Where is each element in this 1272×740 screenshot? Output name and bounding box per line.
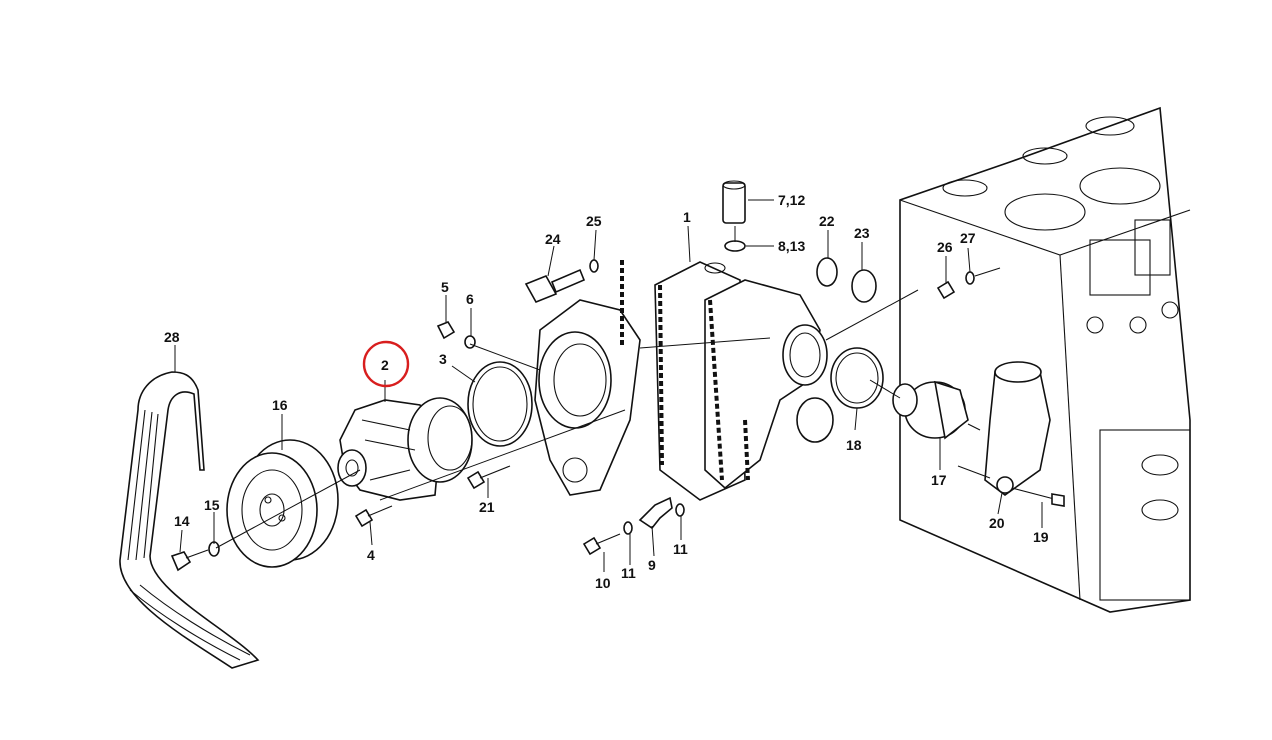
part-20-outlet-housing [984, 361, 1051, 496]
part-18-ring [830, 347, 884, 409]
part-11-washer-a [623, 521, 633, 535]
label-part-24: 24 [545, 231, 561, 247]
label-part-11-lower: 11 [621, 565, 636, 581]
part-24-fitting [524, 268, 586, 304]
part-6-washer [464, 335, 476, 349]
label-part-23: 23 [854, 225, 870, 241]
label-part-19: 19 [1033, 529, 1049, 545]
label-part-16: 16 [272, 397, 288, 413]
part-1-coolant-housing [534, 260, 834, 501]
part-19-bolt [1011, 487, 1065, 507]
part-8-13-washer [724, 240, 746, 252]
part-3-o-ring [467, 361, 533, 447]
part-4-bolt [354, 505, 393, 528]
label-part-8-13: 8,13 [778, 238, 805, 254]
part-22-ring [816, 257, 838, 287]
label-part-18: 18 [846, 437, 862, 453]
part-14-bolt [170, 549, 209, 572]
engine-block [899, 106, 1191, 613]
label-part-6: 6 [466, 291, 474, 307]
label-part-21: 21 [479, 499, 495, 515]
label-part-20: 20 [989, 515, 1005, 531]
highlight-circle [362, 340, 410, 388]
part-18-ring-inner [835, 352, 879, 404]
part-23-ring [851, 269, 877, 303]
label-part-3: 3 [439, 351, 447, 367]
label-part-15: 15 [204, 497, 220, 513]
label-part-28: 28 [164, 329, 180, 345]
part-7-12-sensor [722, 180, 746, 224]
part-17-thermostat [892, 380, 981, 440]
label-part-10: 10 [595, 575, 611, 591]
part-27-washer [965, 271, 975, 285]
label-part-11-right: 11 [673, 541, 688, 557]
label-part-14: 14 [174, 513, 190, 529]
part-2-water-pump [337, 397, 473, 501]
part-9-fitting [638, 496, 673, 530]
label-part-22: 22 [819, 213, 835, 229]
label-part-1: 1 [683, 209, 691, 225]
label-part-26: 26 [937, 239, 953, 255]
label-part-9: 9 [648, 557, 656, 573]
part-5-bolt [436, 321, 456, 340]
label-part-2: 2 [381, 357, 389, 373]
part-28-belt [119, 371, 260, 669]
label-part-5: 5 [441, 279, 449, 295]
part-labels: 28 16 15 14 2 4 3 5 6 24 25 1 7,12 8,13 … [164, 192, 1049, 591]
part-15-washer [208, 541, 220, 557]
label-part-17: 17 [931, 472, 947, 488]
part-26-bolt [936, 280, 956, 300]
label-part-7-12: 7,12 [778, 192, 805, 208]
part-25-washer [589, 259, 599, 273]
part-10-bolt [582, 533, 621, 556]
label-part-27: 27 [960, 230, 976, 246]
part-3-o-ring-inner [472, 366, 528, 442]
label-part-25: 25 [586, 213, 602, 229]
part-11-washer-b [675, 503, 685, 517]
label-part-4: 4 [367, 547, 375, 563]
leader-lines [174, 199, 1043, 572]
part-16-pulley [226, 439, 339, 568]
part-21-bolt [466, 465, 511, 490]
